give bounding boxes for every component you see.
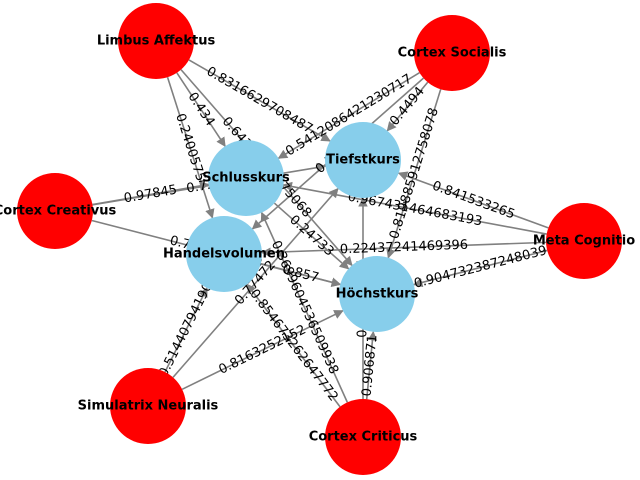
edge-weight-label: 0.22437241469396 <box>340 238 469 258</box>
edge-weight-label: 0.51440794190 <box>156 280 216 379</box>
node-label: Cortex Criticus <box>309 430 418 445</box>
node-circle[interactable] <box>118 3 194 79</box>
node-circle[interactable] <box>208 140 284 216</box>
edge-weight-label: 0.97845 <box>123 183 179 207</box>
edge-meta-schluss <box>282 181 547 235</box>
node-label: Cortex Creativus <box>0 204 117 219</box>
edge-label-layer: 0.83166297084870.4340.24005750.643360868… <box>123 64 549 404</box>
edge-limbus-tief <box>188 59 331 142</box>
node-creativus[interactable]: Cortex Creativus <box>0 173 117 249</box>
edge-socialis-hoechst <box>386 89 442 259</box>
edge-criticus-hoechst <box>365 330 378 400</box>
node-handel[interactable]: Handelsvolumen <box>163 216 285 292</box>
node-circle[interactable] <box>546 203 622 279</box>
node-label: Schlusskurs <box>202 171 290 186</box>
node-label: Cortex Socialis <box>398 46 507 61</box>
node-schluss[interactable]: Schlusskurs <box>202 140 290 216</box>
node-simulatrix[interactable]: Simulatrix Neuralis <box>78 368 219 444</box>
node-limbus[interactable]: Limbus Affektus <box>97 3 216 79</box>
node-circle[interactable] <box>110 368 186 444</box>
node-meta[interactable]: Meta Cognitio <box>533 203 635 279</box>
edge-schluss-hoechst <box>273 202 350 270</box>
edge-handel-hoechst <box>260 262 342 287</box>
node-tief[interactable]: Tiefstkurs <box>325 122 401 198</box>
edge-criticus-handel <box>246 283 341 408</box>
edge-socialis-schluss <box>277 72 420 159</box>
edge-meta-hoechst <box>412 249 548 288</box>
edge-limbus-schluss <box>176 72 226 148</box>
node-label: Höchstkurs <box>336 287 419 302</box>
node-label: Handelsvolumen <box>163 247 285 262</box>
edge-simulatrix-hoechst <box>181 309 344 391</box>
edge-socialis-tief <box>386 81 429 132</box>
node-criticus[interactable]: Cortex Criticus <box>309 399 418 475</box>
edge-criticus-schluss <box>260 211 349 403</box>
node-label: Simulatrix Neuralis <box>78 399 219 414</box>
node-label: Limbus Affektus <box>97 34 216 49</box>
edge-meta-tief <box>397 171 549 229</box>
edge-layer <box>91 59 549 408</box>
node-label: Tiefstkurs <box>326 153 400 168</box>
edge-meta-handel <box>261 241 547 258</box>
edge-simulatrix-handel <box>164 287 208 373</box>
edge-weight-label: 0.906871 <box>360 334 381 397</box>
node-circle[interactable] <box>186 216 262 292</box>
node-circle[interactable] <box>325 399 401 475</box>
edge-limbus-handel <box>166 76 215 219</box>
node-circle[interactable] <box>17 173 93 249</box>
node-circle[interactable] <box>414 15 490 91</box>
edge-simulatrix-tief <box>172 187 339 378</box>
node-label: Meta Cognitio <box>533 234 635 249</box>
node-hoechst[interactable]: Höchstkurs <box>336 256 419 332</box>
node-circle[interactable] <box>325 122 401 198</box>
node-socialis[interactable]: Cortex Socialis <box>398 15 507 91</box>
node-circle[interactable] <box>339 256 415 332</box>
